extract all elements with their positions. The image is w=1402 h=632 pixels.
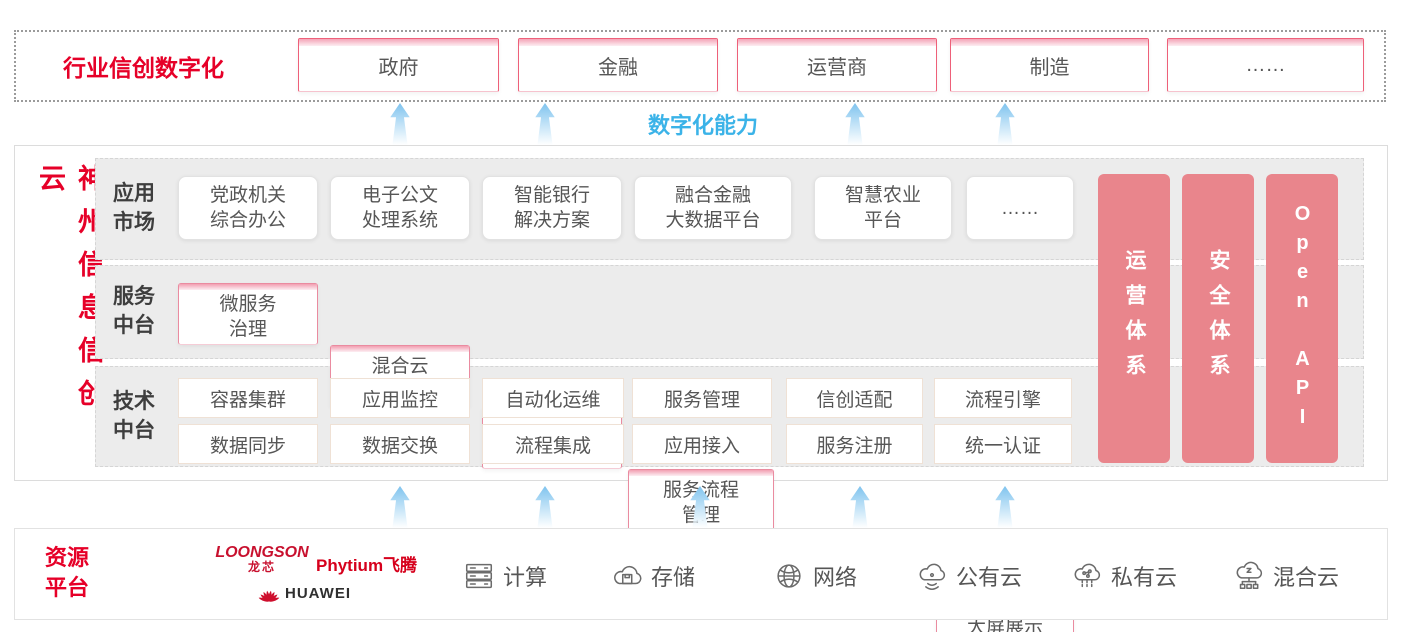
- resource-item-storage: 存储: [610, 556, 695, 596]
- industry-box-government: 政府: [298, 38, 499, 92]
- tech-item: 服务注册: [786, 424, 923, 464]
- sidebar-operation-label: 运营体系: [1123, 248, 1146, 389]
- tech-item: 流程集成: [482, 424, 624, 464]
- app-market-item: 电子公文 处理系统: [330, 176, 470, 240]
- resource-item-label: 公有云: [956, 565, 1023, 590]
- server-icon: [465, 563, 493, 589]
- private-cloud-icon: [1074, 563, 1101, 588]
- resource-item-label: 混合云: [1273, 565, 1340, 590]
- tech-item: 应用监控: [330, 378, 470, 418]
- tech-item: 数据同步: [178, 424, 318, 464]
- up-arrow-icon: [690, 486, 710, 528]
- loongson-logo: LOONGSON 龙芯: [214, 544, 310, 575]
- resource-item-compute: 计算: [462, 556, 547, 596]
- tech-item: 服务管理: [632, 378, 772, 418]
- resource-item-public-cloud: 公有云: [915, 556, 1022, 596]
- huawei-flower-icon: [258, 590, 280, 602]
- app-market-item-more: ……: [966, 176, 1074, 240]
- tech-item: 容器集群: [178, 378, 318, 418]
- phytium-logo: Phytium飞腾: [316, 556, 418, 575]
- up-arrow-icon: [535, 486, 555, 528]
- up-arrow-icon: [390, 486, 410, 528]
- service-item: 微服务 治理: [178, 283, 318, 345]
- app-market-item: 融合金融 大数据平台: [634, 176, 792, 240]
- industry-box-manufacturing: 制造: [950, 38, 1149, 92]
- tech-item: 统一认证: [934, 424, 1072, 464]
- up-arrow-icon: [995, 103, 1015, 145]
- sidebar-security-system: 安全体系: [1182, 174, 1254, 463]
- app-market-item: 党政机关 综合办公: [178, 176, 318, 240]
- loongson-logo-chinese: 龙芯: [247, 560, 276, 574]
- industry-box-more: ……: [1167, 38, 1364, 92]
- storage-cloud-icon: [614, 565, 642, 585]
- row-label-app-market: 应用 市场: [113, 182, 155, 234]
- sidebar-security-label: 安全体系: [1207, 248, 1230, 389]
- up-arrow-icon: [535, 103, 555, 145]
- resource-platform-title: 资源 平台: [45, 545, 90, 600]
- capability-label: 数字化能力: [647, 113, 758, 138]
- row-label-service-platform: 服务 中台: [113, 285, 155, 337]
- resource-item-label: 存储: [651, 565, 696, 590]
- resource-item-label: 私有云: [1111, 565, 1178, 590]
- up-arrow-icon: [850, 486, 870, 528]
- loongson-logo-text: LOONGSON: [215, 544, 309, 561]
- row-label-tech-platform: 技术 中台: [113, 389, 155, 442]
- up-arrow-icon: [390, 103, 410, 145]
- sidebar-open-api-label: Open API: [1291, 202, 1314, 435]
- resource-item-label: 网络: [813, 565, 858, 590]
- industry-box-operator: 运营商: [737, 38, 937, 92]
- resource-item-hybrid-cloud: 混合云: [1232, 556, 1339, 596]
- up-arrow-icon: [845, 103, 865, 145]
- tech-item: 应用接入: [632, 424, 772, 464]
- tech-item: 流程引擎: [934, 378, 1072, 418]
- resource-platform-section: [14, 528, 1388, 620]
- app-market-item: 智慧农业 平台: [814, 176, 952, 240]
- sidebar-open-api: Open API: [1266, 174, 1338, 463]
- public-cloud-icon: [919, 563, 946, 590]
- tech-item: 信创适配: [786, 378, 923, 418]
- hybrid-cloud-icon: [1236, 561, 1263, 590]
- tech-item: 自动化运维: [482, 378, 624, 418]
- resource-item-private-cloud: 私有云: [1070, 556, 1177, 596]
- resource-item-network: 网络: [772, 556, 857, 596]
- network-globe-icon: [777, 564, 801, 588]
- huawei-logo-text: HUAWEI: [285, 584, 351, 602]
- tech-item: 数据交换: [330, 424, 470, 464]
- app-market-item: 智能银行 解决方案: [482, 176, 622, 240]
- industry-section-title: 行业信创数字化: [63, 55, 224, 81]
- sidebar-operation-system: 运营体系: [1098, 174, 1170, 463]
- up-arrow-icon: [995, 486, 1015, 528]
- resource-item-label: 计算: [503, 565, 548, 590]
- huawei-logo: HUAWEI: [258, 583, 351, 603]
- industry-box-finance: 金融: [518, 38, 718, 92]
